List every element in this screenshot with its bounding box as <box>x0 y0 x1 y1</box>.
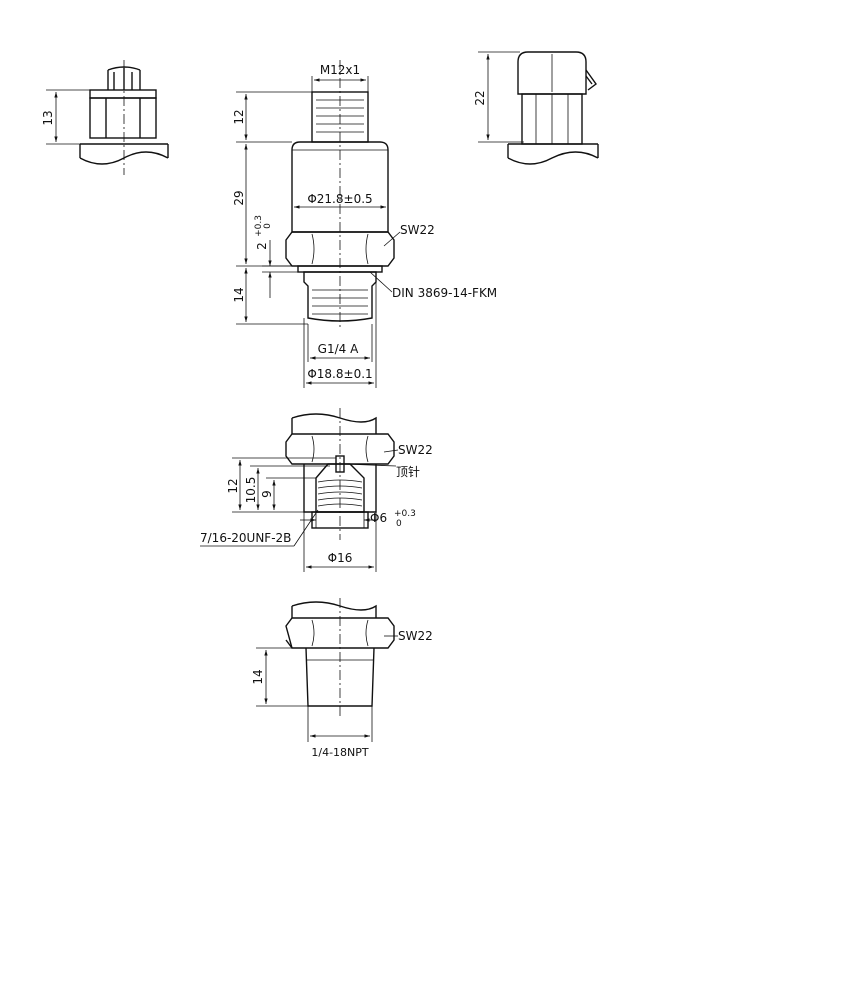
view-a-height-dim: 13 <box>41 110 55 125</box>
gap-tol-upper: +0.3 <box>254 215 264 237</box>
side-view-connector-a: 13 <box>41 60 169 175</box>
dim-12-label: 12 <box>232 109 246 124</box>
bottom-diameter-label: Φ18.8±0.1 <box>307 367 372 381</box>
detail-unf-port: SW22 顶针 12 10.5 9 Φ6 +0.3 0 7/16- <box>200 408 433 572</box>
unf-bore-dia-label: Φ6 <box>370 511 387 525</box>
view-b-height-dim: 22 <box>473 90 487 105</box>
unf-bore-tol-upper: +0.3 <box>394 509 416 519</box>
hex-wrench-label: SW22 <box>400 223 435 237</box>
npt-dim-14-label: 14 <box>251 669 265 684</box>
bottom-thread-label: G1/4 A <box>318 342 359 356</box>
unf-dim-9-label: 9 <box>260 490 274 498</box>
side-view-connector-b: 22 <box>473 51 599 165</box>
seal-label: DIN 3869-14-FKM <box>392 286 497 300</box>
unf-dim-12-label: 12 <box>226 478 240 493</box>
detail-npt-port: SW22 14 1/4-18NPT <box>251 598 433 759</box>
dim-29-label: 29 <box>232 190 246 205</box>
npt-wrench-label: SW22 <box>398 629 433 643</box>
main-view-sensor: M12x1 Φ21.8±0.5 SW22 DIN 3869-14-FKM 12 … <box>232 60 497 388</box>
gap-tol-lower: 0 <box>263 223 273 229</box>
dim-14-label: 14 <box>232 287 246 302</box>
pin-label: 顶针 <box>396 464 420 479</box>
unf-outer-dia-label: Φ16 <box>328 551 353 565</box>
npt-thread-label: 1/4-18NPT <box>311 746 369 759</box>
unf-thread-label: 7/16-20UNF-2B <box>200 531 291 545</box>
unf-dim-10-5-label: 10.5 <box>244 477 258 504</box>
unf-wrench-label: SW22 <box>398 443 433 457</box>
unf-bore-tol-lower: 0 <box>396 519 402 529</box>
gap-label: 2 <box>255 242 269 250</box>
